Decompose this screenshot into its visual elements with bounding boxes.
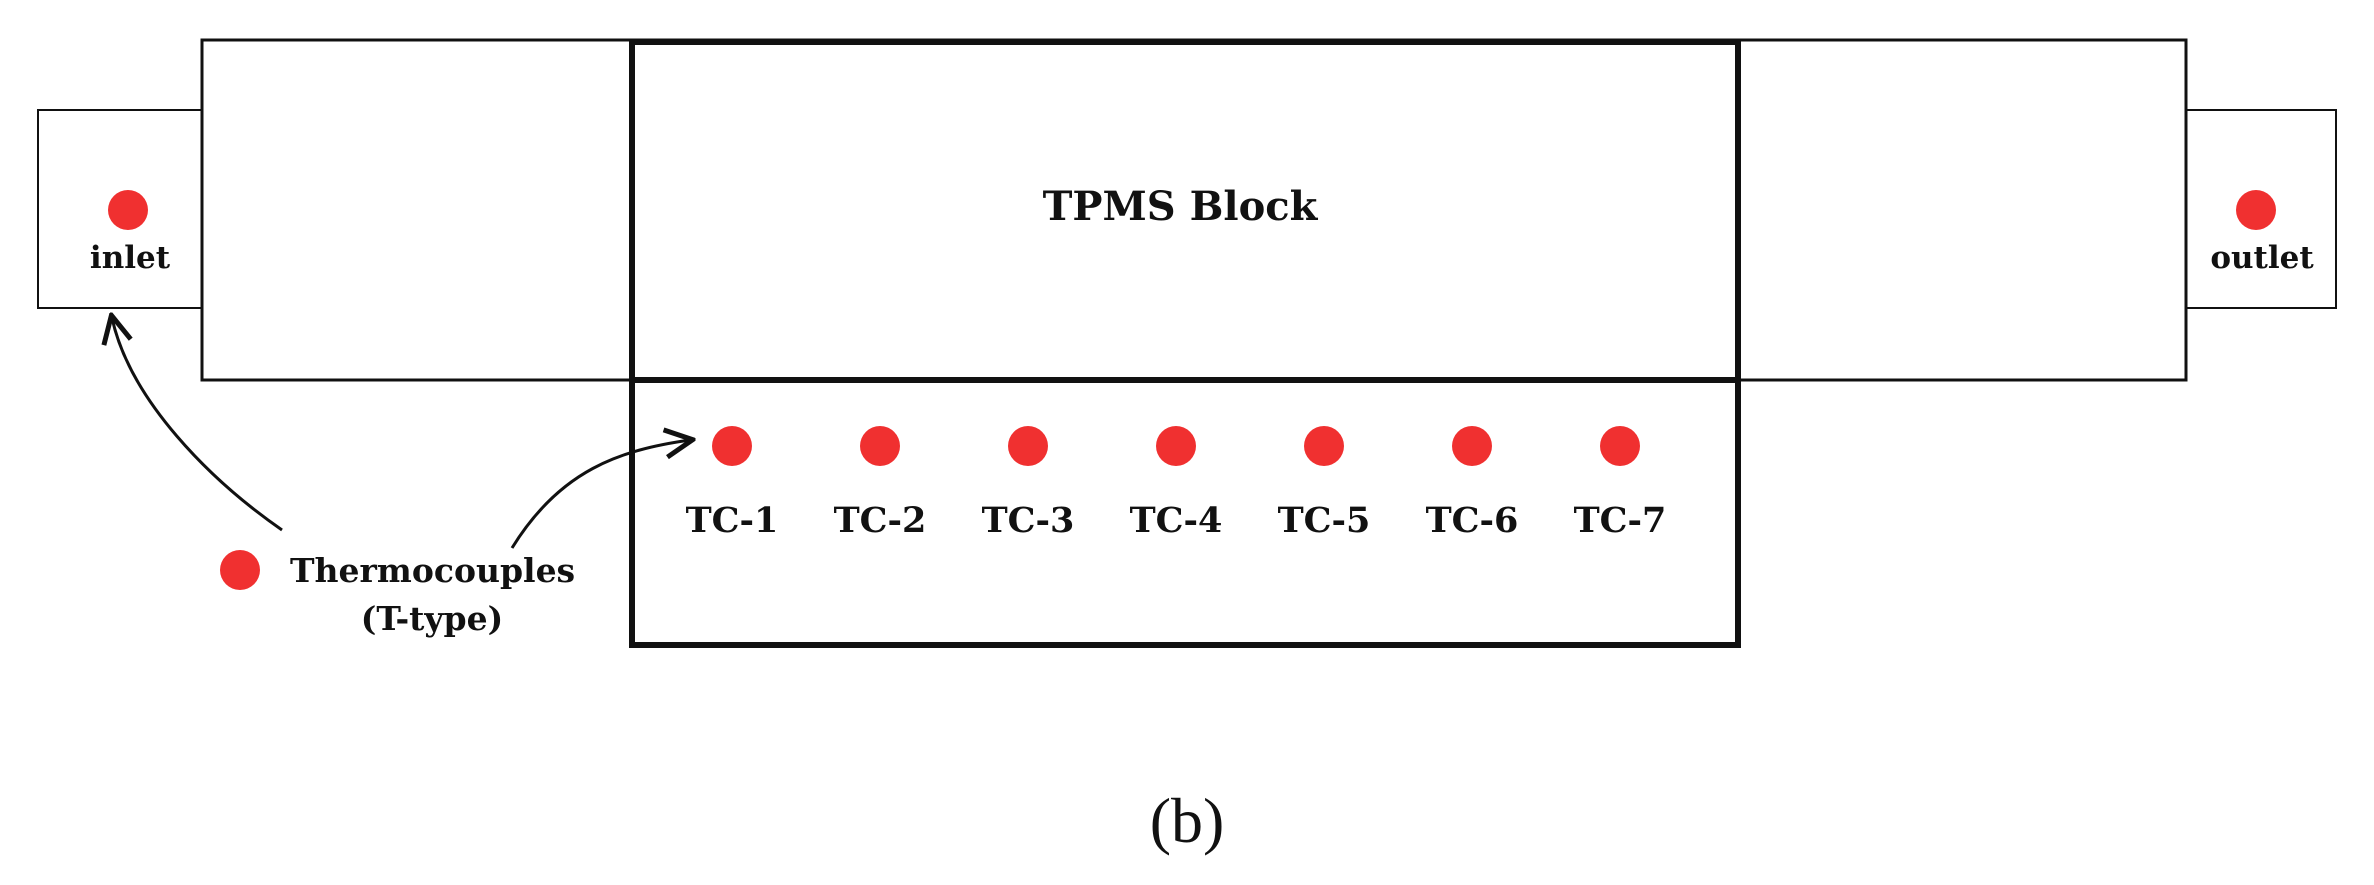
tpms-block-label: TPMS Block [1043,183,1319,230]
outlet-label: outlet [2210,240,2314,276]
thermocouple-dots [712,426,1640,466]
legend-label-line2: (T-type) [361,599,504,638]
tc-3-label: TC-3 [982,500,1075,541]
outlet-sensor-dot [2236,190,2276,230]
tc-4-dot [1156,426,1196,466]
tc-3-dot [1008,426,1048,466]
legend-label-line1: Thermocouples [290,551,575,590]
inlet-sensor-dot [108,190,148,230]
inlet-label: inlet [90,240,171,276]
tc-2-label: TC-2 [834,500,927,541]
tc-1-dot [712,426,752,466]
tc-6-label: TC-6 [1426,500,1519,541]
tc-2-dot [860,426,900,466]
arrow-to-inlet [112,318,283,532]
tc-4-label: TC-4 [1130,500,1223,541]
tc-5-label: TC-5 [1278,500,1371,541]
tc-5-dot [1304,426,1344,466]
tpms-block [629,39,1741,383]
tc-1-label: TC-1 [686,500,779,541]
arrow-to-tc1 [510,440,690,549]
thermocouple-labels: TC-1 TC-2 TC-3 TC-4 TC-5 TC-6 TC-7 [686,500,1667,541]
tc-7-label: TC-7 [1574,500,1667,541]
figure-caption: (b) [1150,785,1225,856]
tc-7-dot [1600,426,1640,466]
legend-sensor-dot [220,550,260,590]
tc-6-dot [1452,426,1492,466]
sensor-section [629,377,1741,648]
